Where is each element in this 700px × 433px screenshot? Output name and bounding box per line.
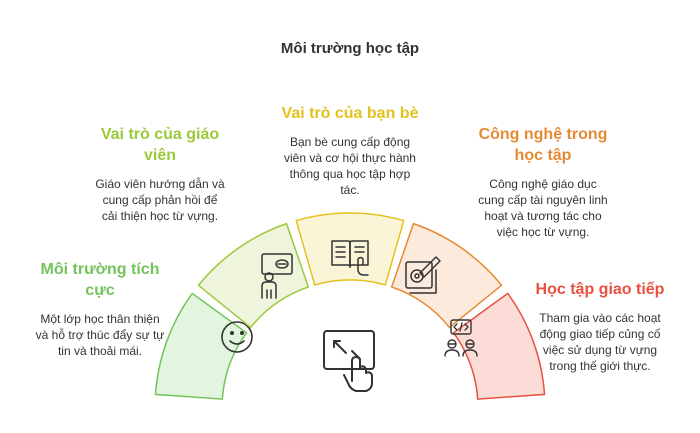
people-code-icon xyxy=(444,319,478,357)
heading-line: học tập xyxy=(514,147,572,164)
heading-line: Công nghệ trong xyxy=(478,126,608,143)
positive-environment-heading: Môi trường tích cực xyxy=(10,259,190,301)
open-book-icon xyxy=(331,240,369,276)
body-line: Công nghệ giáo dục xyxy=(489,177,597,191)
peer-role-heading: Vai trò của bạn bè xyxy=(260,103,440,124)
touch-expand-icon[interactable] xyxy=(323,330,375,392)
body-line: Một lớp học thân thiện xyxy=(40,312,160,326)
heading-line: Học tập giao tiếp xyxy=(535,281,665,298)
segment-communication xyxy=(444,292,546,400)
body-line: Tham gia vào các hoạt xyxy=(539,311,661,325)
smiley-icon xyxy=(221,321,253,353)
body-line: cung cấp phản hồi để xyxy=(102,193,218,207)
body-line: thông qua học tập hợp xyxy=(289,167,411,181)
body-line: cải thiện học từ vựng. xyxy=(101,209,219,223)
body-line: động giao tiếp củng cố xyxy=(539,327,661,341)
heading-line: Vai trò của bạn bè xyxy=(281,105,419,122)
segment-positive xyxy=(154,292,253,400)
body-line: và hỗ trợ thúc đẩy sự tự xyxy=(35,328,165,342)
segment-teacher xyxy=(197,222,310,329)
body-line: hoạt và tương tác cho xyxy=(484,209,602,223)
teacher-role-block: Vai trò của giáo viên Giáo viên hướng dẫ… xyxy=(70,124,250,224)
body-line: Giáo viên hướng dẫn và xyxy=(95,177,225,191)
positive-environment-text: Một lớp học thân thiện và hỗ trợ thúc đẩ… xyxy=(10,311,190,359)
segment-technology xyxy=(390,222,503,329)
page-title: Môi trường học tập xyxy=(280,40,420,57)
teacher-role-heading: Vai trò của giáo viên xyxy=(70,124,250,166)
communication-heading: Học tập giao tiếp xyxy=(505,279,695,300)
technology-heading: Công nghệ trong học tập xyxy=(453,124,633,166)
teacher-role-text: Giáo viên hướng dẫn và cung cấp phản hồi… xyxy=(70,176,250,224)
heading-line: Môi trường tích xyxy=(40,261,160,278)
heading-line: viên xyxy=(143,147,176,164)
body-line: tin và thoải mái. xyxy=(57,344,143,358)
peer-role-text: Bạn bè cung cấp động viên và cơ hội thực… xyxy=(260,134,440,198)
body-line: tác. xyxy=(340,183,360,197)
teacher-board-icon xyxy=(261,253,293,299)
heading-line: Vai trò của giáo xyxy=(100,126,220,143)
body-line: viên và cơ hội thực hành xyxy=(284,151,416,165)
edit-tablet-icon xyxy=(405,256,441,294)
body-line: cung cấp tài nguyên linh xyxy=(478,193,608,207)
peer-role-block: Vai trò của bạn bè Bạn bè cung cấp động … xyxy=(260,103,440,198)
body-line: trong thế giới thực. xyxy=(549,359,651,373)
communication-text: Tham gia vào các hoạt động giao tiếp củn… xyxy=(505,310,695,374)
positive-environment-block: Môi trường tích cực Một lớp học thân thi… xyxy=(10,259,190,359)
body-line: Bạn bè cung cấp động xyxy=(289,135,411,149)
technology-text: Công nghệ giáo dục cung cấp tài nguyên l… xyxy=(453,176,633,240)
body-line: việc sử dụng từ vựng xyxy=(542,343,658,357)
technology-block: Công nghệ trong học tập Công nghệ giáo d… xyxy=(453,124,633,240)
segment-peers xyxy=(295,212,405,286)
heading-line: cực xyxy=(85,282,115,299)
body-line: việc học từ vựng. xyxy=(496,225,590,239)
communication-block: Học tập giao tiếp Tham gia vào các hoạt … xyxy=(505,279,695,374)
